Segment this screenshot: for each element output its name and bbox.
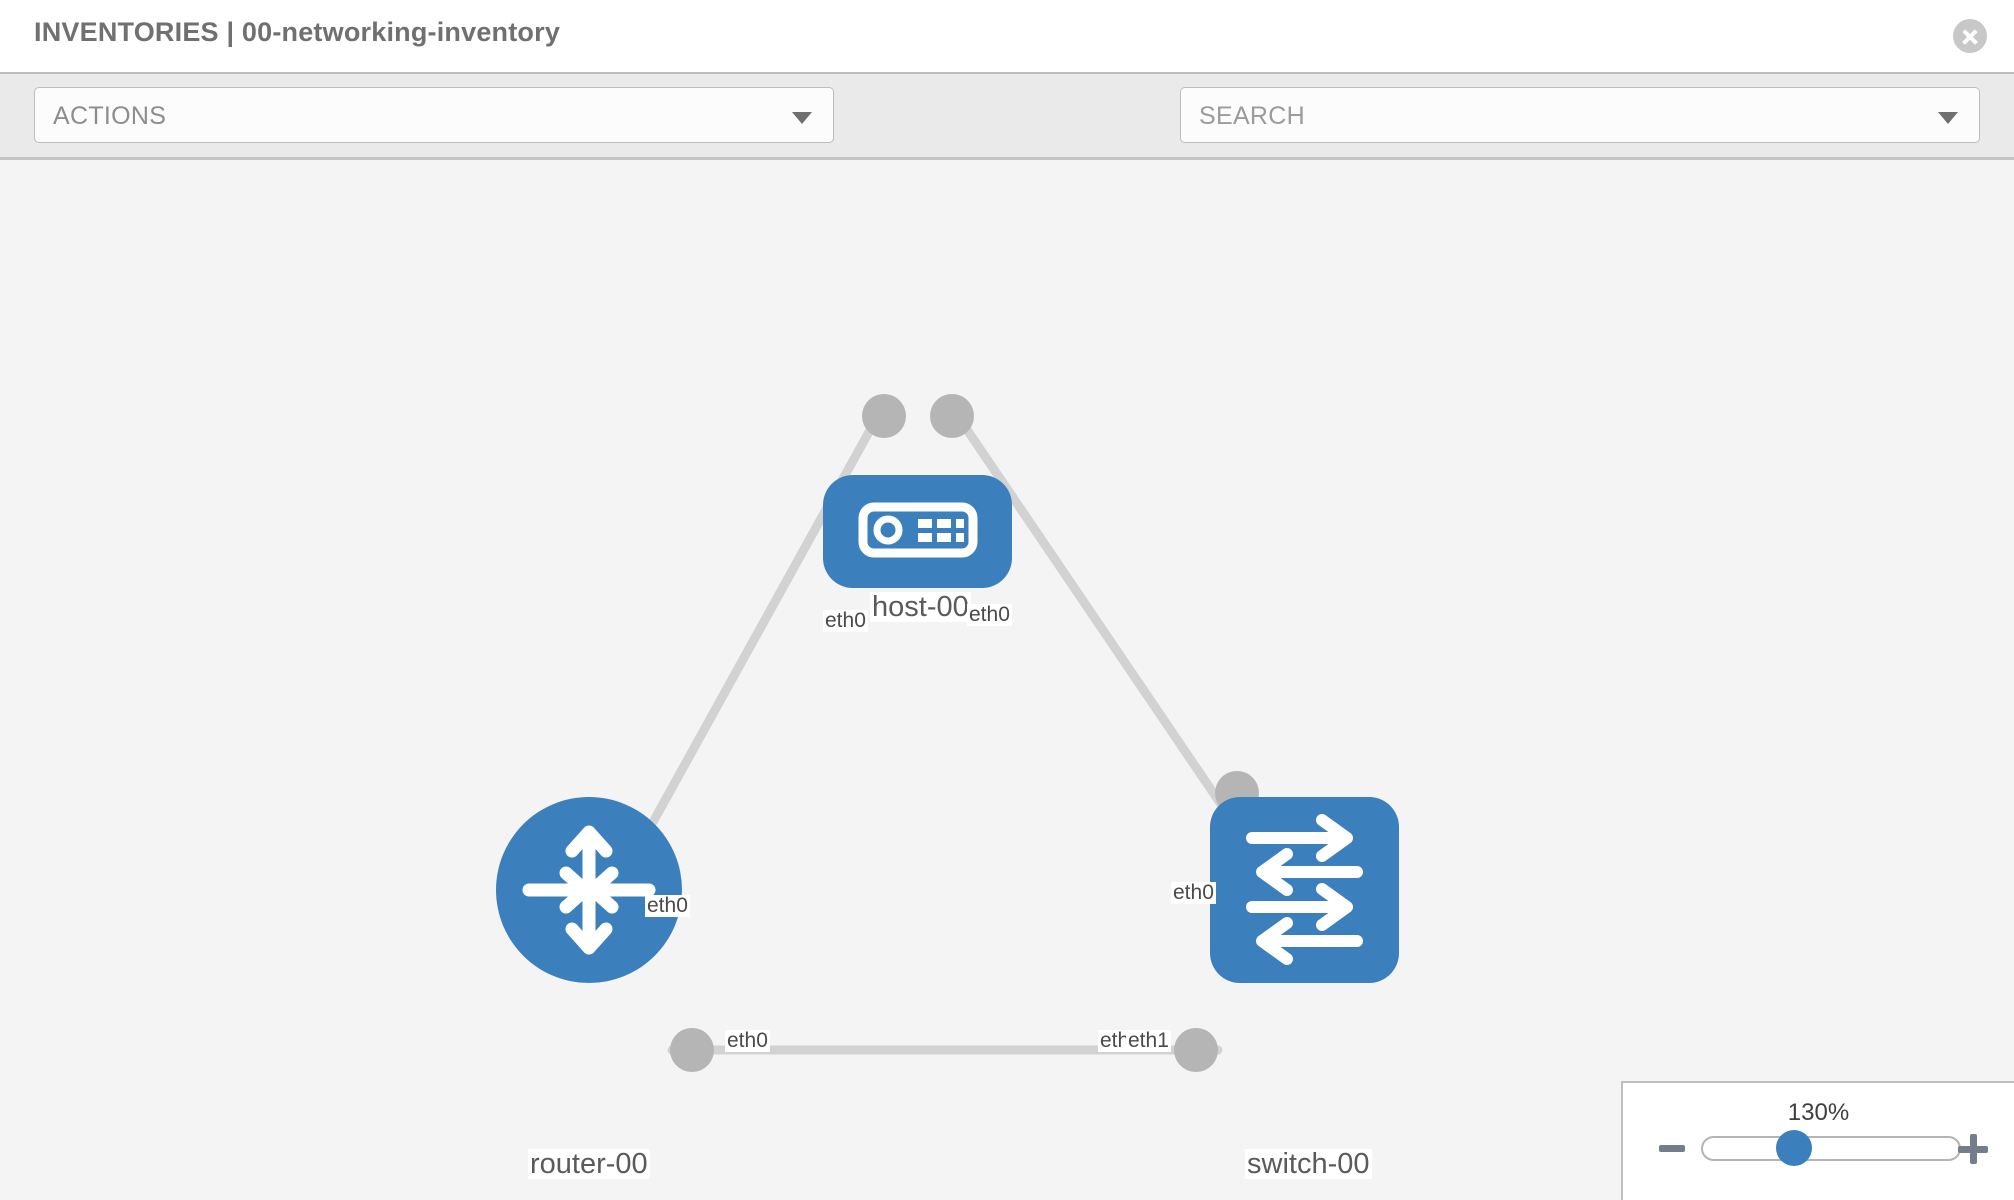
if-label-host-left: eth0 xyxy=(823,609,868,633)
connector-host-left xyxy=(862,394,906,438)
if-label-switch-left-front: eth1 xyxy=(1126,1029,1171,1053)
if-label-router-right: eth0 xyxy=(725,1029,770,1053)
zoom-slider-track[interactable] xyxy=(1701,1136,1961,1161)
page-header: INVENTORIES | 00-networking-inventory xyxy=(0,0,2014,72)
node-label-switch-00: switch-00 xyxy=(1245,1148,1372,1180)
zoom-out-button[interactable] xyxy=(1659,1145,1685,1152)
connector-switch-left xyxy=(1174,1028,1218,1072)
topology-graph xyxy=(496,394,1399,1072)
close-icon[interactable] xyxy=(1953,19,1987,53)
if-label-router-up: eth0 xyxy=(645,894,690,918)
node-label-router-00: router-00 xyxy=(528,1148,650,1180)
actions-dropdown[interactable]: ACTIONS xyxy=(34,87,834,143)
actions-dropdown-label: ACTIONS xyxy=(53,102,167,130)
search-input-value: SEARCH xyxy=(1199,102,1305,130)
zoom-control-panel: 130% xyxy=(1621,1081,2014,1200)
connector-host-right xyxy=(930,394,974,438)
if-label-host-right: eth0 xyxy=(967,603,1012,627)
link-host-switch xyxy=(950,407,1257,855)
node-switch-00[interactable] xyxy=(1210,797,1399,983)
topology-canvas[interactable]: host-00 router-00 switch-00 eth0 eth0 et… xyxy=(0,160,2014,1200)
interface-connectors xyxy=(670,394,1259,1072)
chevron-down-icon xyxy=(1938,112,1958,124)
connector-router-right xyxy=(670,1028,714,1072)
zoom-in-button[interactable] xyxy=(1958,1134,1988,1164)
node-label-host-00: host-00 xyxy=(870,591,971,623)
search-input[interactable]: SEARCH xyxy=(1180,87,1980,143)
zoom-level-label: 130% xyxy=(1787,1099,1850,1126)
zoom-slider-thumb[interactable] xyxy=(1776,1130,1812,1166)
if-label-switch-up: eth0 xyxy=(1171,881,1216,905)
chevron-down-icon xyxy=(792,112,812,124)
page-title: INVENTORIES | 00-networking-inventory xyxy=(34,17,561,47)
node-host-00[interactable] xyxy=(823,475,1012,588)
toolbar: ACTIONS SEARCH xyxy=(0,72,2014,205)
node-router-00[interactable] xyxy=(496,797,682,983)
